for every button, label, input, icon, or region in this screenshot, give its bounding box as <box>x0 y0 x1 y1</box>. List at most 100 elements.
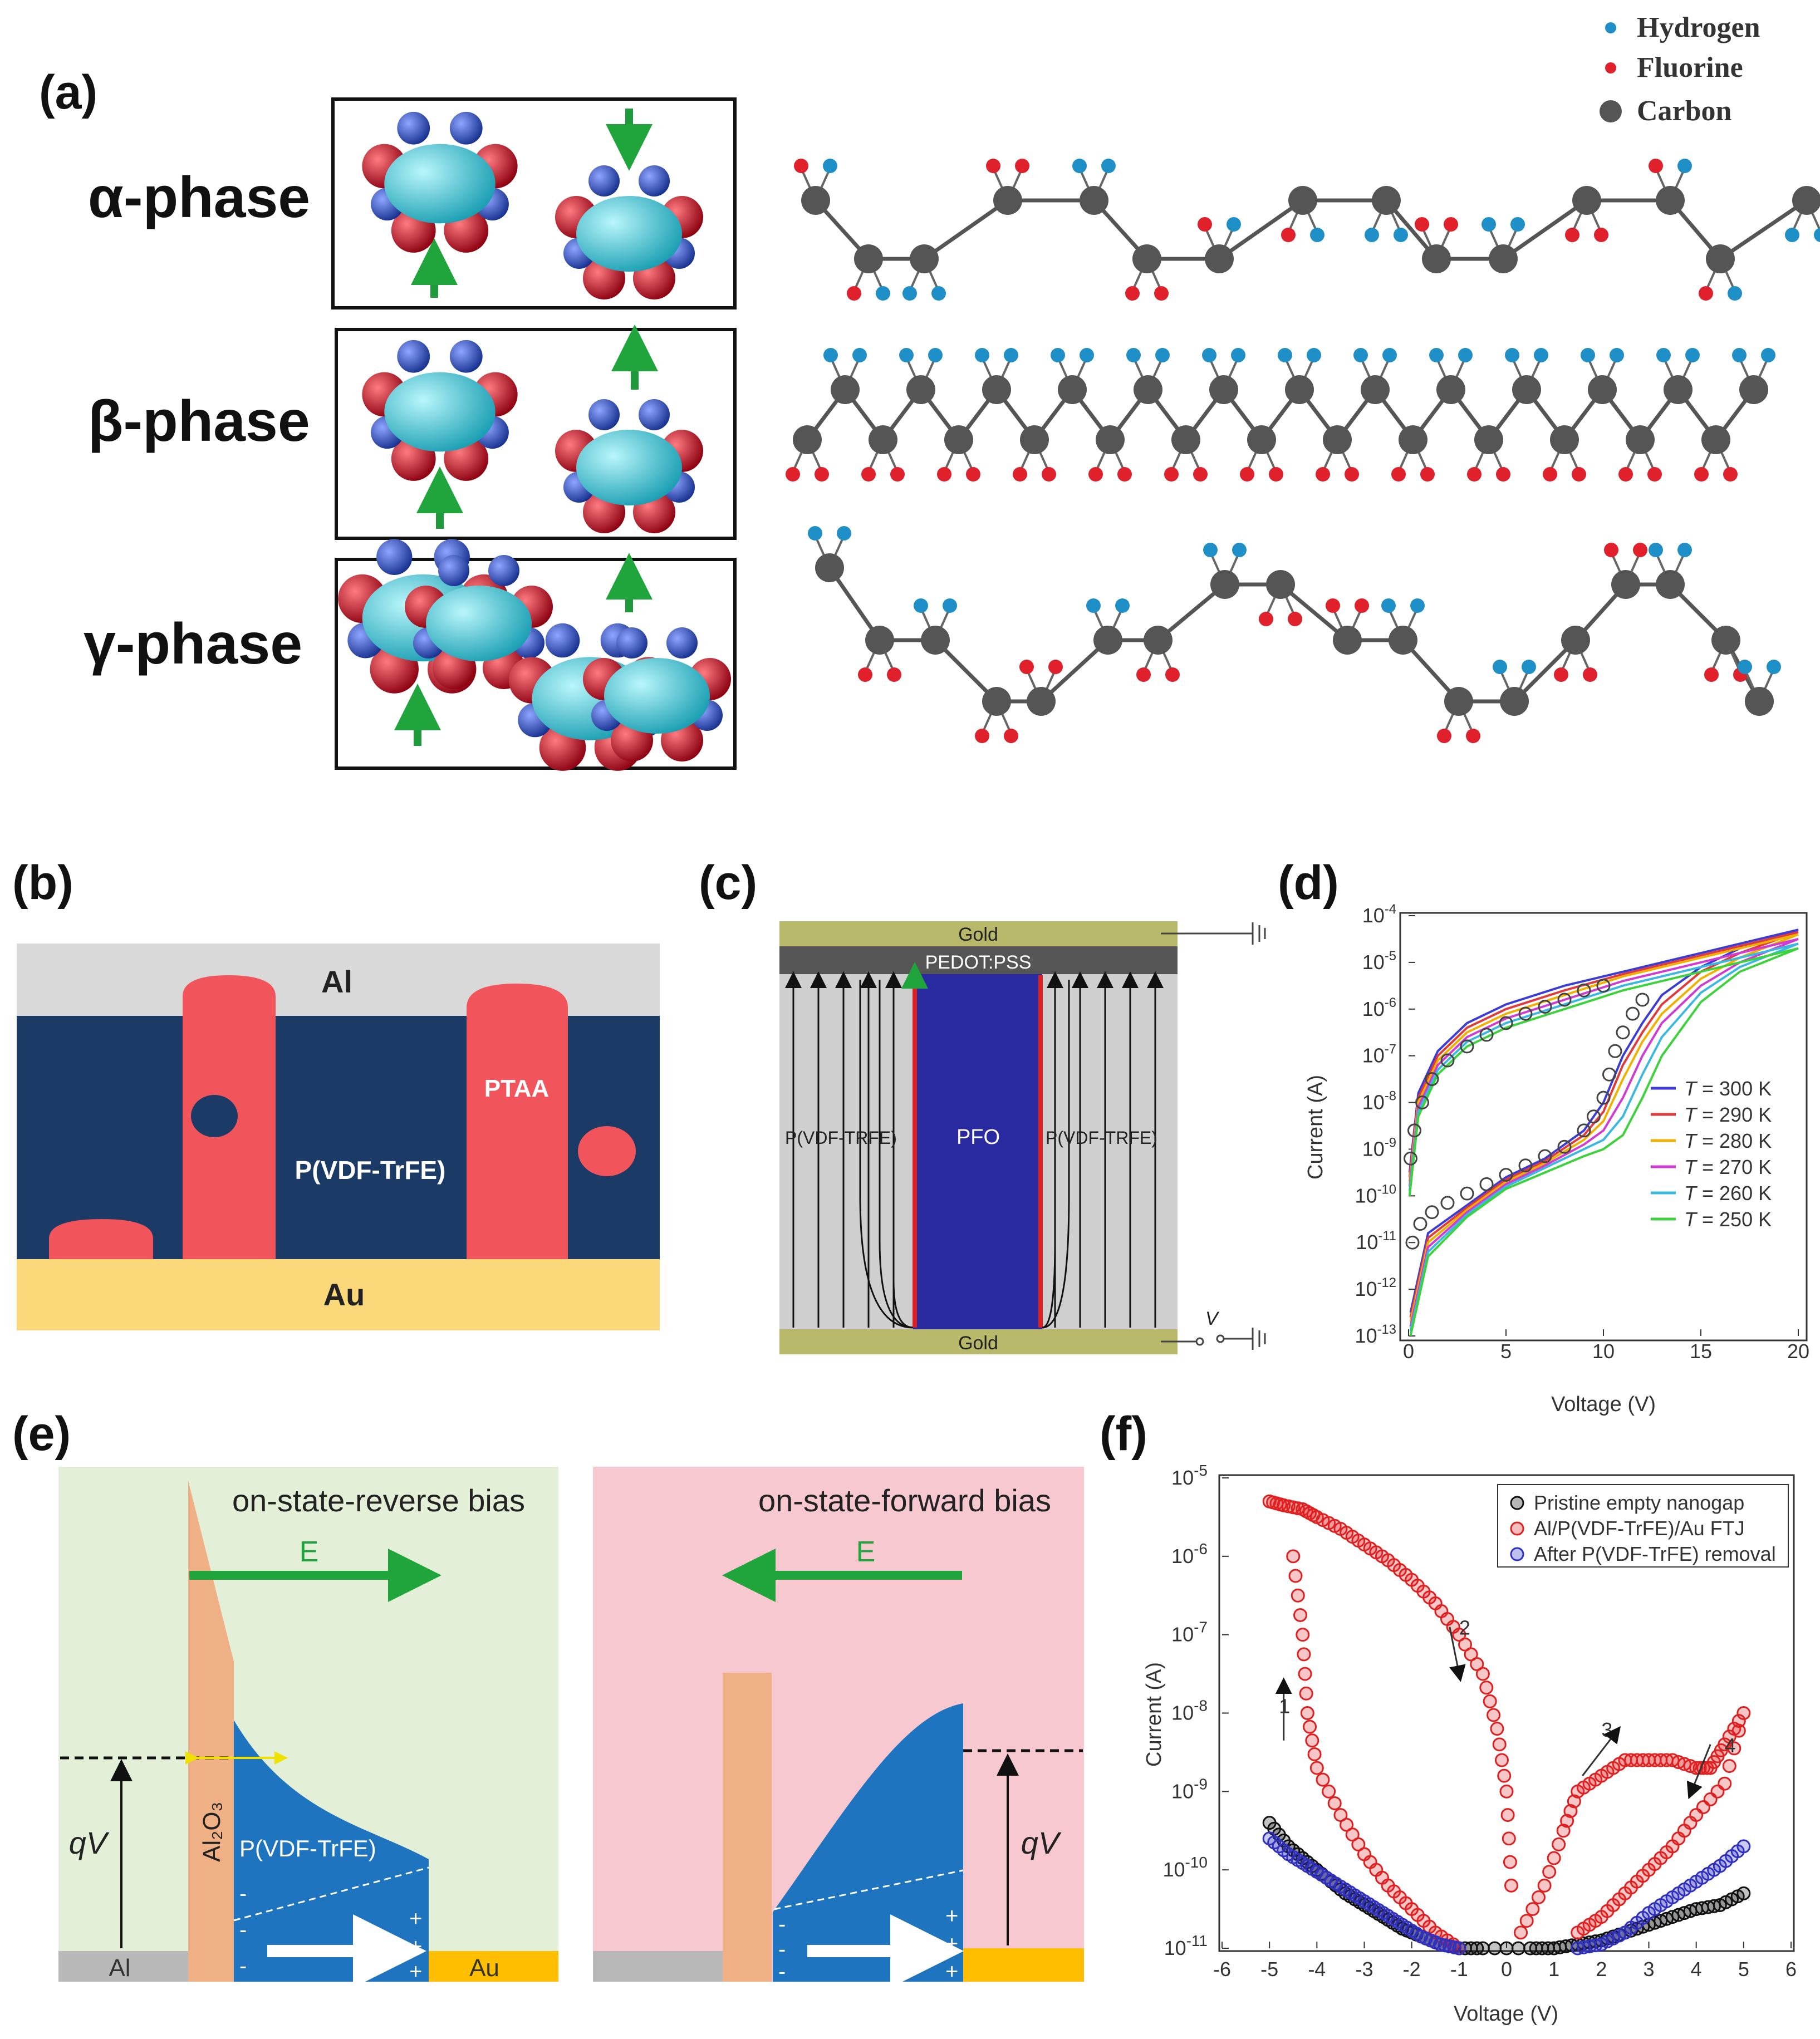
series-0-point <box>1659 1912 1674 1926</box>
curved-field-line-left-2 <box>879 980 914 1329</box>
carbon-atom <box>1027 687 1056 716</box>
series-2-point <box>1443 1939 1457 1953</box>
hydrogen-atom <box>1381 598 1396 613</box>
carbon-atom <box>1205 244 1234 273</box>
fluorine-atom <box>890 467 905 482</box>
hydrogen-atom <box>823 159 837 173</box>
fluorine-atom <box>1420 467 1435 482</box>
hydrogen-atom <box>1394 228 1408 242</box>
series-0-point <box>1541 1941 1556 1956</box>
hydrogen-atom <box>1581 348 1595 362</box>
hydrogen-atom <box>1505 348 1519 362</box>
terminal-left <box>1195 1337 1204 1346</box>
hydrogen-atom <box>1310 228 1324 242</box>
ptaa-bump <box>49 1219 153 1259</box>
series-1-point <box>1303 1719 1317 1734</box>
al2o3-label: Al₂O₃ <box>198 1802 225 1862</box>
x-tick-label: -6 <box>1213 1958 1231 1981</box>
legend-label-1: Pristine empty nanogap <box>1534 1491 1744 1514</box>
fluorine-atom <box>815 467 829 482</box>
carbon-backbone <box>384 372 496 452</box>
measured-point <box>1557 993 1572 1007</box>
legend-label-3: After P(VDF-TrFE) removal <box>1534 1542 1776 1565</box>
measured-point <box>1440 1053 1455 1068</box>
pedot-label: PEDOT:PSS <box>925 952 1032 973</box>
series-0-point <box>1488 1941 1502 1956</box>
carbon-atom <box>1550 425 1579 454</box>
series-2-up-sweep <box>1409 933 1799 1323</box>
fluorine-atom <box>1015 159 1029 173</box>
measured-point <box>1608 1044 1622 1058</box>
measured-point <box>1460 1186 1474 1201</box>
beta-phase-label: β-phase <box>88 389 310 454</box>
al-contact-right <box>593 1951 723 1982</box>
carbon-atom <box>1611 570 1640 599</box>
y-tick-label: 10-5 <box>1171 1462 1208 1489</box>
gold-bottom-label: Gold <box>958 1333 998 1354</box>
al2o3-barrier <box>188 1481 234 1982</box>
series-2-point <box>1707 1863 1721 1877</box>
fluorine-atom <box>1543 467 1557 482</box>
measured-point <box>1479 1177 1494 1191</box>
series-2-point <box>1612 1928 1626 1943</box>
hydrogen-atom <box>914 598 928 613</box>
hydrogen-atom <box>1051 348 1065 362</box>
hydrogen-atom <box>1767 660 1781 674</box>
gamma-chain <box>808 526 1781 743</box>
carbon-atom <box>1285 375 1314 404</box>
hydrogen-atom <box>449 340 483 373</box>
hydrogen-atom <box>1510 217 1525 232</box>
carbon-atom <box>982 375 1011 404</box>
series-1-point <box>1322 1784 1336 1799</box>
series-4-down-sweep <box>1408 942 1799 1192</box>
pos-charge-1: + <box>409 1907 422 1931</box>
series-1-point <box>1612 1757 1626 1771</box>
hydrogen-atom <box>931 286 946 301</box>
hydrogen-atom <box>902 286 917 301</box>
qv-label-left: qV <box>69 1825 110 1860</box>
series-1-point <box>1514 1925 1528 1940</box>
carbon-atom <box>921 626 950 655</box>
y-tick-label: 10-10 <box>1355 1182 1396 1207</box>
carbon-atom <box>865 626 894 655</box>
fluorine-atom <box>1694 467 1709 482</box>
hydrogen-atom <box>1080 348 1094 362</box>
sweep-label-2: 2 <box>1459 1617 1470 1639</box>
series-1-point <box>1307 1747 1322 1761</box>
y-tick-label: 10-6 <box>1171 1540 1208 1568</box>
hydrogen-atom <box>1072 159 1087 173</box>
series-1-point <box>1531 1890 1546 1904</box>
x-tick-label: 5 <box>1738 1958 1749 1981</box>
terminal-right <box>1216 1334 1225 1343</box>
hydrogen-atom <box>1429 348 1444 362</box>
hydrogen-atom <box>1231 348 1245 362</box>
series-0-point <box>1730 1889 1745 1904</box>
legend-marker-3 <box>1510 1547 1524 1561</box>
hydrogen-atom <box>1814 228 1820 242</box>
y-tick-label: 10-11 <box>1356 1229 1396 1254</box>
carbon-atom <box>1489 244 1518 273</box>
y-tick-label: 10-8 <box>1171 1697 1208 1724</box>
series-1-point <box>1519 1914 1534 1928</box>
series-1-point <box>1499 1784 1514 1799</box>
fluorine-atom <box>1723 467 1738 482</box>
series-1-down-sweep <box>1408 931 1799 1178</box>
hydrogen-atom <box>588 399 620 430</box>
series-1-point <box>1458 1637 1472 1652</box>
series-1-point <box>1286 1549 1301 1564</box>
au-electrode <box>17 1259 660 1330</box>
alpha-chain <box>794 159 1820 301</box>
y-tick-label: 10-11 <box>1164 1932 1208 1959</box>
measured-point <box>1460 1039 1474 1054</box>
series-1-point <box>1487 1708 1501 1722</box>
fluorine-atom <box>1415 217 1429 232</box>
x-tick-label: -3 <box>1355 1958 1373 1981</box>
carbon-atom <box>869 425 897 454</box>
y-tick-label: 10-9 <box>1171 1775 1208 1802</box>
carbon-atom <box>1444 687 1473 716</box>
series-1-point <box>1297 1647 1311 1662</box>
gamma-phase-label: γ-phase <box>84 612 302 676</box>
measured-point <box>1425 1072 1439 1087</box>
series-1-point <box>1727 1741 1741 1756</box>
